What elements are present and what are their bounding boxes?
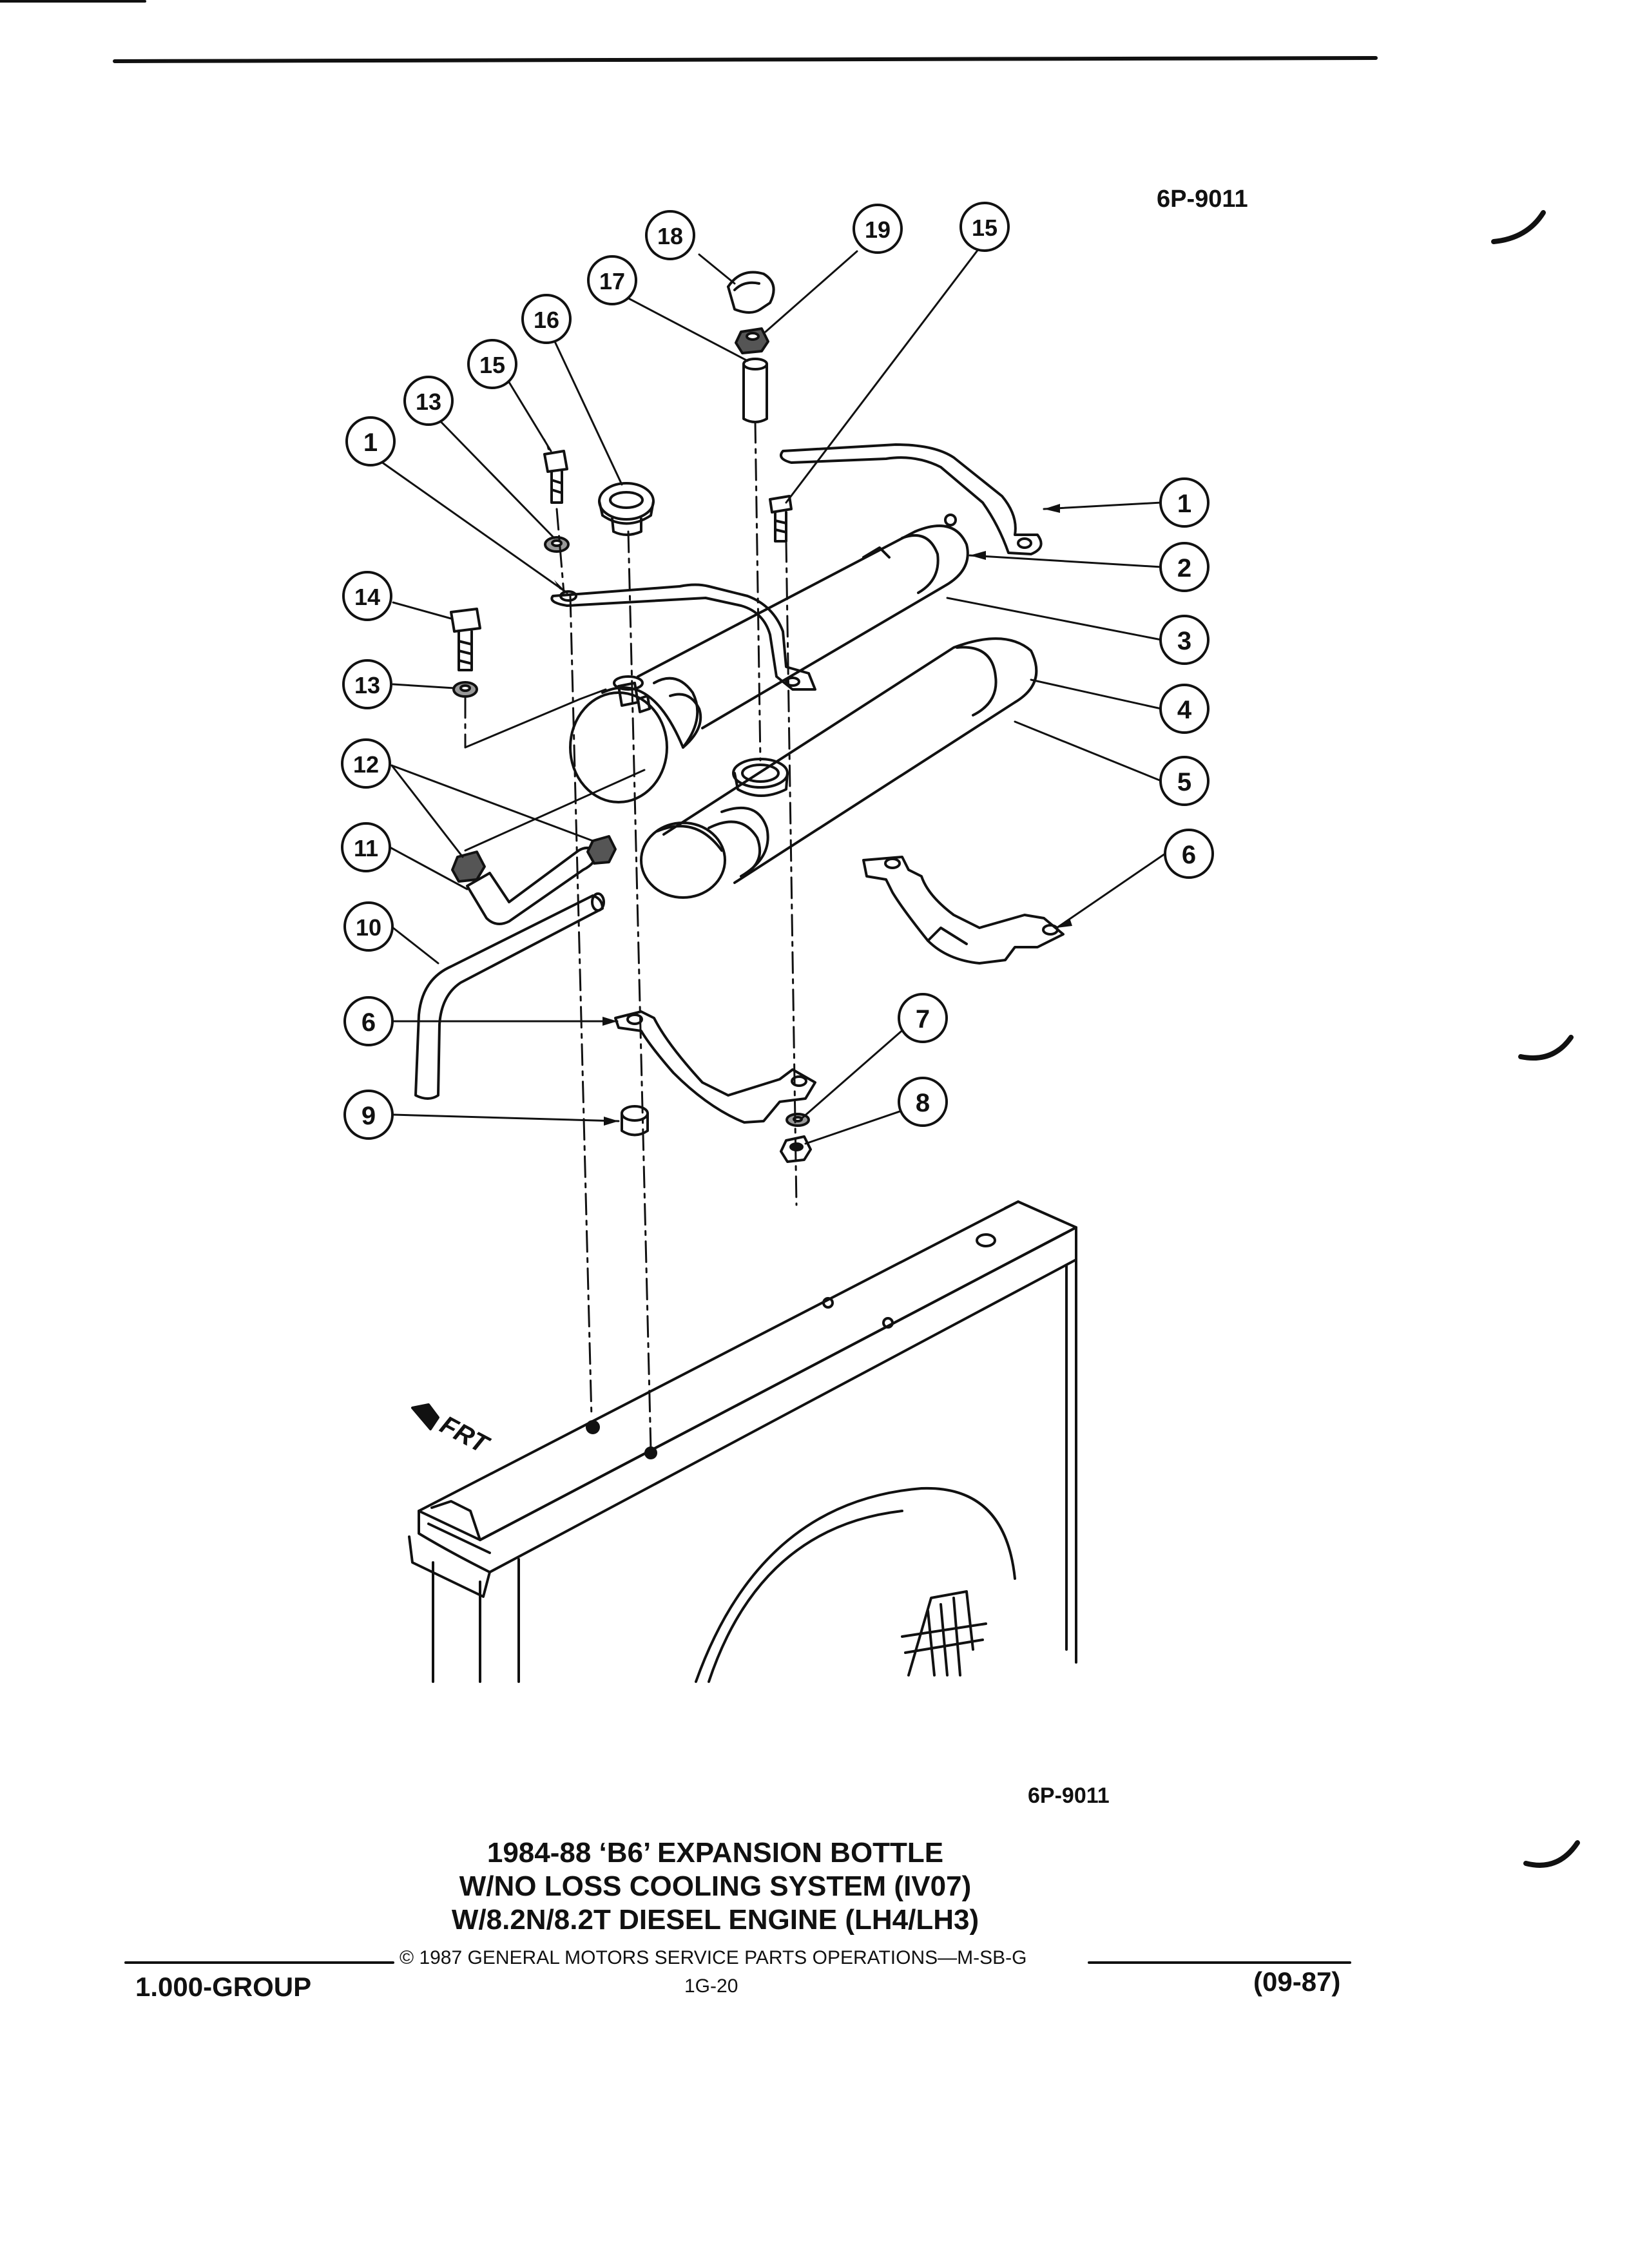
callout-7: 7 bbox=[898, 993, 948, 1043]
callout-10: 10 bbox=[343, 901, 394, 952]
callout-1-left: 1 bbox=[345, 416, 396, 466]
callout-18: 18 bbox=[645, 210, 695, 260]
callout-16: 16 bbox=[521, 294, 572, 344]
svg-text:3: 3 bbox=[1177, 627, 1191, 655]
binder-mark bbox=[1518, 1035, 1574, 1061]
svg-text:14: 14 bbox=[354, 584, 380, 610]
callout-3: 3 bbox=[1159, 615, 1210, 665]
svg-text:6: 6 bbox=[361, 1008, 376, 1037]
callout-4: 4 bbox=[1159, 684, 1210, 734]
expansion-bottle-upper bbox=[569, 514, 969, 803]
bolt-15-right bbox=[769, 495, 793, 543]
hose-10 bbox=[414, 892, 605, 1100]
callout-5: 5 bbox=[1159, 756, 1210, 806]
svg-text:12: 12 bbox=[353, 751, 379, 778]
leader-arrowheads bbox=[545, 438, 1072, 1126]
lower-strap-left bbox=[614, 1010, 816, 1124]
callout-13-mid: 13 bbox=[342, 659, 392, 709]
front-label: FRT bbox=[436, 1410, 495, 1460]
svg-text:11: 11 bbox=[354, 835, 378, 861]
footer-page-number: 1G-20 bbox=[684, 1975, 738, 1997]
callout-14: 14 bbox=[342, 571, 392, 621]
bottle-fitting bbox=[613, 675, 651, 713]
nut-19 bbox=[735, 327, 769, 354]
routing-line bbox=[464, 769, 646, 852]
bolt-15-left bbox=[543, 450, 570, 553]
svg-text:17: 17 bbox=[599, 268, 625, 294]
caption-line-3: W/8.2N/8.2T DIESEL ENGINE (LH4/LH3) bbox=[451, 1904, 979, 1936]
routing-line bbox=[464, 688, 607, 749]
svg-text:10: 10 bbox=[356, 914, 381, 941]
caption-line-1: 1984-88 ‘B6’ EXPANSION BOTTLE bbox=[487, 1837, 944, 1869]
callout-12: 12 bbox=[341, 738, 391, 789]
cap-18 bbox=[727, 271, 775, 314]
lower-strap-right bbox=[862, 856, 1065, 965]
spacer-9 bbox=[621, 1105, 649, 1137]
callout-8: 8 bbox=[898, 1077, 948, 1127]
expansion-bottle-lower bbox=[640, 637, 1038, 899]
svg-text:5: 5 bbox=[1177, 768, 1191, 796]
svg-text:15: 15 bbox=[972, 215, 998, 241]
figure-id-bottom: 6P-9011 bbox=[1028, 1783, 1110, 1808]
caption-line-2: W/NO LOSS COOLING SYSTEM (IV07) bbox=[459, 1870, 972, 1902]
callout-11: 11 bbox=[341, 822, 391, 872]
binder-mark bbox=[1491, 210, 1546, 244]
svg-text:4: 4 bbox=[1177, 696, 1192, 724]
svg-text:13: 13 bbox=[416, 389, 441, 415]
callout-9: 9 bbox=[343, 1090, 394, 1140]
footer-group: 1.000-GROUP bbox=[135, 1972, 312, 2002]
svg-text:6: 6 bbox=[1182, 841, 1196, 869]
radiator-core bbox=[432, 1258, 1077, 1683]
callout-15-left: 15 bbox=[467, 339, 517, 389]
callout-19: 19 bbox=[853, 204, 903, 254]
callout-bubbles: 1 13 15 16 17 18 19 15 1 2 3 4 5 6 14 13… bbox=[341, 202, 1214, 1140]
front-arrow-icon bbox=[411, 1403, 439, 1430]
svg-text:16: 16 bbox=[534, 307, 559, 333]
cap-16 bbox=[598, 482, 655, 536]
callout-2: 2 bbox=[1159, 542, 1210, 592]
callout-17: 17 bbox=[587, 255, 637, 305]
footer-copyright: © 1987 GENERAL MOTORS SERVICE PARTS OPER… bbox=[400, 1947, 1027, 1968]
upper-strap bbox=[550, 443, 1043, 691]
svg-text:19: 19 bbox=[865, 216, 891, 243]
callout-6-right: 6 bbox=[1164, 829, 1214, 879]
svg-text:8: 8 bbox=[916, 1089, 930, 1117]
bolt-14 bbox=[450, 608, 481, 698]
binder-mark bbox=[1523, 1840, 1580, 1868]
svg-text:7: 7 bbox=[916, 1005, 930, 1033]
svg-text:1: 1 bbox=[363, 428, 378, 457]
svg-text:2: 2 bbox=[1177, 554, 1191, 582]
header-rule bbox=[113, 56, 1378, 63]
callout-13-top: 13 bbox=[403, 376, 454, 426]
figure-caption: 1984-88 ‘B6’ EXPANSION BOTTLE W/NO LOSS … bbox=[361, 1836, 1070, 1937]
nut-12 bbox=[451, 835, 617, 883]
radiator-top-tank bbox=[408, 1200, 1077, 1598]
svg-text:15: 15 bbox=[479, 352, 505, 378]
callout-leaders bbox=[369, 242, 1166, 1145]
svg-text:9: 9 bbox=[361, 1102, 376, 1130]
figure-id-top: 6P-9011 bbox=[1157, 186, 1248, 213]
callout-15-right: 15 bbox=[959, 202, 1010, 252]
svg-text:1: 1 bbox=[1177, 490, 1191, 518]
tube-17 bbox=[742, 358, 768, 423]
callout-6-left: 6 bbox=[343, 996, 394, 1046]
svg-text:13: 13 bbox=[354, 672, 380, 698]
callout-1-right: 1 bbox=[1159, 477, 1210, 528]
footer-date: (09-87) bbox=[1253, 1966, 1341, 1997]
svg-text:18: 18 bbox=[657, 223, 683, 249]
assembly-center-lines bbox=[464, 421, 798, 1451]
